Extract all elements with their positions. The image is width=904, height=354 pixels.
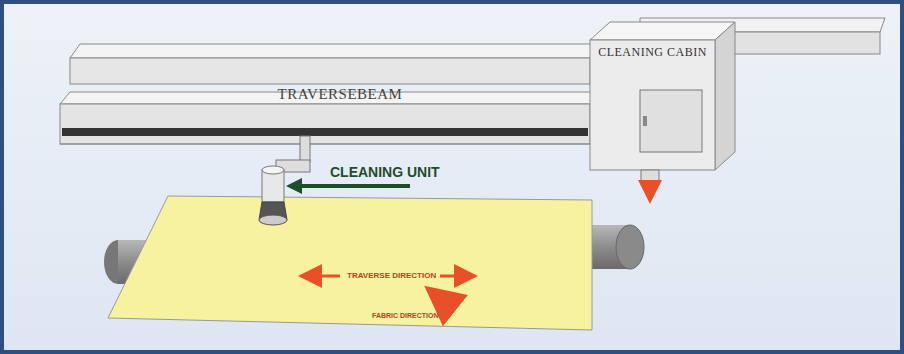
unit-label: CLEANING UNIT bbox=[330, 164, 440, 180]
direction-label: TRAVERSE DIRECTION bbox=[345, 271, 438, 280]
direction-label: FABRIC DIRECTION bbox=[372, 312, 439, 319]
node-text: TRAVERSEBEAM bbox=[270, 86, 410, 103]
node-text: CLEANING CABIN bbox=[590, 46, 715, 60]
beam-name: TRAVERSEBEAM bbox=[270, 86, 410, 106]
cabin-box: CLEANING CABIN bbox=[590, 46, 715, 86]
